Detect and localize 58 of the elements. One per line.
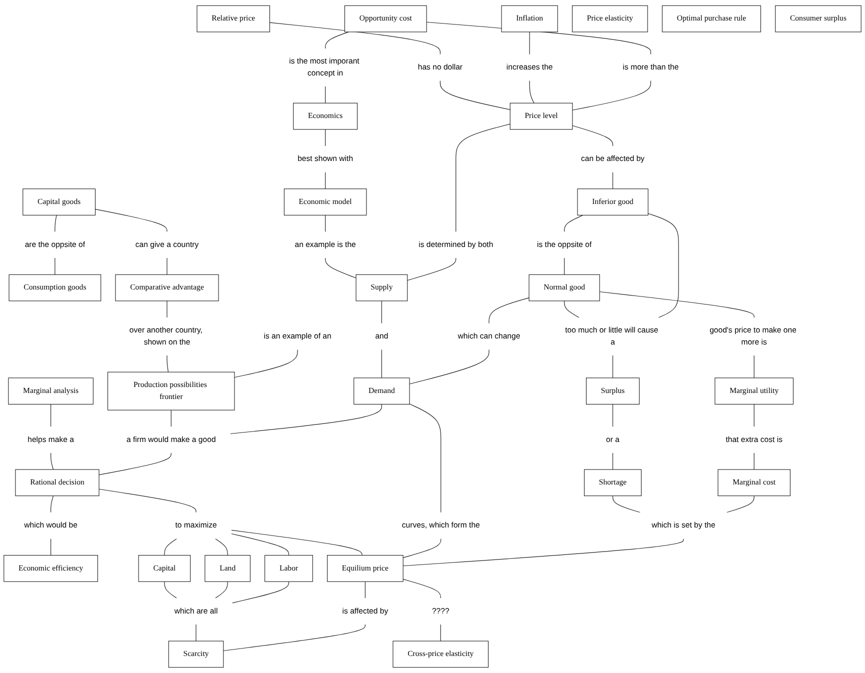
connector [325,86,326,104]
connector [726,496,754,513]
connector [440,624,441,642]
connector [325,214,326,232]
connector [166,258,168,275]
connector [409,349,490,384]
connector [402,538,442,558]
connector [325,32,349,49]
connector [409,404,442,513]
connector [234,349,298,378]
connector [529,32,530,55]
connector [325,258,356,278]
connector [599,291,754,318]
connector [612,355,614,378]
connector [166,355,169,372]
connector [54,214,57,232]
connector [564,300,580,318]
connector [648,213,679,318]
connector [231,530,362,556]
connector [50,452,54,470]
connector [612,172,614,190]
connector [164,538,177,556]
connector [54,258,56,275]
connector [164,581,177,598]
connector [402,538,684,566]
connector [381,300,382,324]
connector [170,410,172,427]
connector [166,300,168,318]
connector [232,581,290,604]
connector [488,298,530,324]
connector [50,538,52,556]
connector [364,581,366,598]
connector [440,80,510,110]
connector [456,124,510,232]
connector [50,496,54,513]
connector [612,496,640,513]
connector [325,129,326,146]
connector [529,80,534,104]
connector [612,404,614,427]
connector [325,172,326,190]
connector [572,80,652,110]
connector [98,488,196,513]
connector [223,624,366,652]
connector [269,22,440,55]
connector [215,538,228,556]
connector [215,581,228,598]
connector [564,214,584,232]
connector [612,452,614,470]
connector [231,533,290,556]
connector [572,125,614,146]
connector [564,258,565,275]
connector [94,208,168,232]
connector [407,258,456,281]
connector [98,452,172,476]
connector [50,404,52,427]
connector [402,578,441,598]
connector [230,404,382,434]
connector [381,349,382,378]
